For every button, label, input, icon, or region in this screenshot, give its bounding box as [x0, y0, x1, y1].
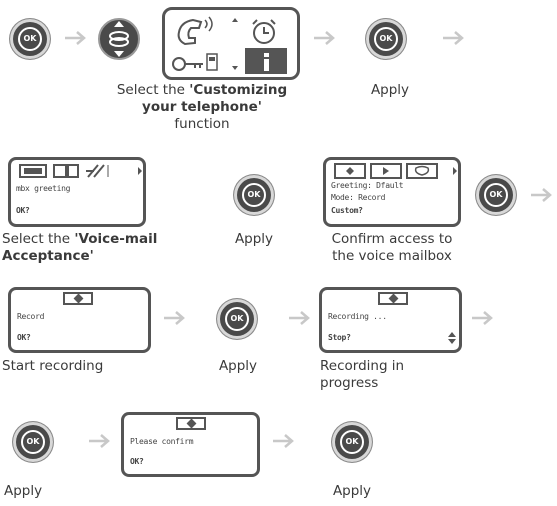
arrow-right-icon: [89, 434, 110, 448]
menu-tab-icons: [19, 164, 142, 178]
caption-apply: Apply: [332, 483, 372, 499]
caption-apply: Apply: [370, 82, 410, 98]
greeting-tab-icons: [334, 163, 457, 179]
tab-selected: [63, 292, 93, 305]
ok-key[interactable]: OK: [366, 19, 406, 59]
scroll-updown-icon: [448, 332, 456, 344]
tab-selected: [176, 417, 206, 430]
ok-key[interactable]: OK: [217, 299, 257, 339]
tab-selected: [378, 292, 408, 305]
clock-icon: [252, 19, 276, 44]
handset-icon: [177, 16, 213, 46]
ok-key[interactable]: OK: [234, 175, 274, 215]
arrow-right-icon: [65, 31, 86, 45]
caption-apply: Apply: [234, 231, 274, 247]
caption-start-recording: Start recording: [2, 358, 104, 374]
navigator-key[interactable]: [97, 14, 141, 64]
arrow-right-icon: [289, 311, 310, 325]
ok-key[interactable]: OK: [332, 422, 372, 462]
info-icon: [245, 48, 287, 74]
arrow-right-icon: [443, 31, 464, 45]
customize-screen: [162, 7, 300, 80]
caption-recording-progress: Recording in progress: [320, 358, 405, 391]
arrow-right-icon: [531, 188, 552, 202]
telephone-settings-icon-grid: [172, 16, 287, 74]
caption-apply: Apply: [218, 358, 258, 374]
ok-key[interactable]: OK: [10, 19, 50, 59]
caption-select-customizing: Select the 'Customizing your telephone'f…: [116, 82, 288, 132]
voicemail-menu-screen: mbx greeting OK?: [8, 157, 146, 227]
caption-confirm-access: Confirm access to the voice mailbox: [331, 231, 453, 264]
record-screen: Record OK?: [8, 287, 151, 353]
arrow-right-icon: [164, 311, 185, 325]
arrow-right-icon: [472, 311, 493, 325]
recording-screen: Recording ... Stop?: [319, 287, 462, 353]
ok-key[interactable]: OK: [476, 175, 516, 215]
arrow-right-icon: [273, 434, 294, 448]
arrow-right-icon: [314, 31, 335, 45]
key-lock-icon: [172, 53, 218, 71]
greeting-screen: Greeting: Dfault Mode: Record Custom?: [323, 157, 461, 227]
caption-select-voicemail: Select the 'Voice-mail Acceptance': [2, 231, 158, 264]
caption-apply: Apply: [4, 483, 43, 499]
confirm-screen: Please confirm OK?: [121, 412, 260, 477]
ok-key[interactable]: OK: [13, 422, 53, 462]
